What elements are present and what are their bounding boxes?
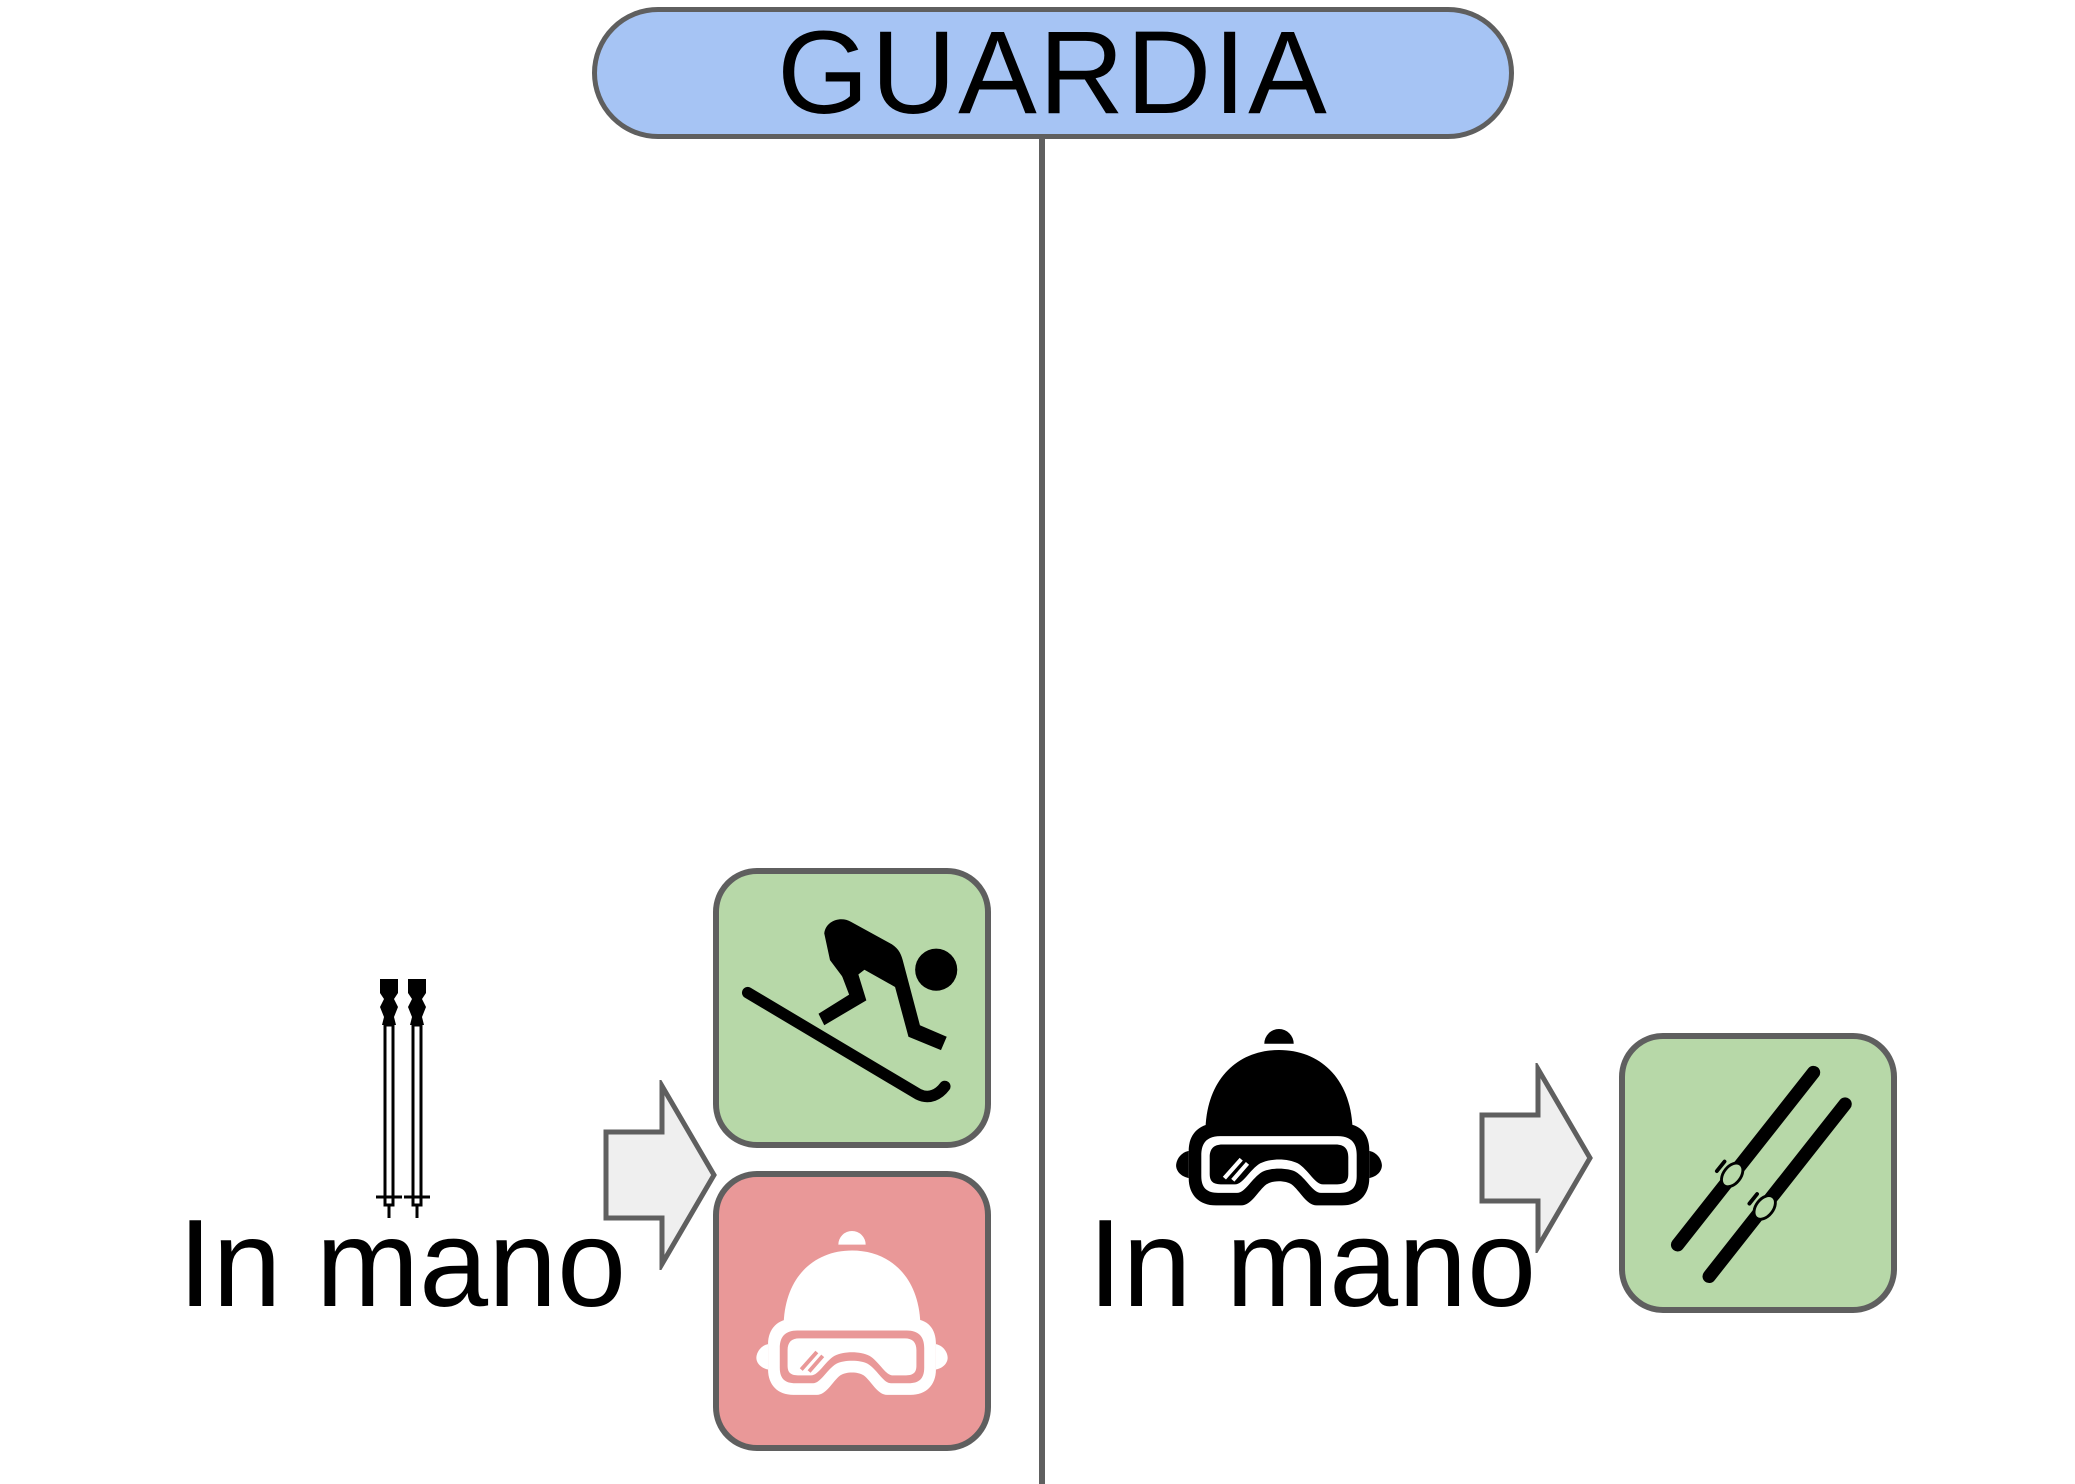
ski-helmet-goggles-icon (1176, 1029, 1382, 1206)
left-branch-label: In mano (178, 1195, 627, 1333)
header-title-box: GUARDIA (592, 7, 1514, 139)
ski-helmet-goggles-icon (756, 1230, 948, 1395)
downhill-skier-icon (741, 919, 958, 1103)
right-branch-arrow (1479, 1063, 1593, 1253)
right-branch-label: In mano (1088, 1195, 1537, 1333)
outcome-tile-ski-helmet (713, 1171, 991, 1451)
outcome-tile-skis (1619, 1033, 1897, 1313)
outcome-tile-downhill-skier (713, 868, 991, 1148)
left-branch-arrow (603, 1080, 717, 1270)
skis-icon (1670, 1065, 1852, 1284)
ski-poles-icon (376, 979, 430, 1218)
header-title: GUARDIA (777, 7, 1329, 139)
vertical-divider (1039, 139, 1045, 1484)
